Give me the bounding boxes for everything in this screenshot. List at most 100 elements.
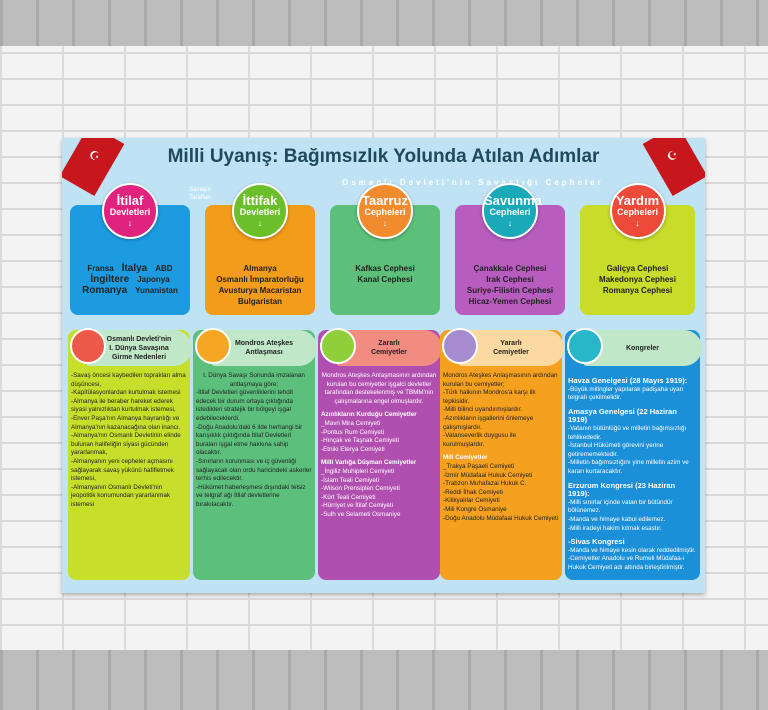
column-line: -Milli iradeyi hakim kılmak esastır. xyxy=(568,524,662,532)
column-line: -Almanyanın yeni cepheler açmasını sağla… xyxy=(71,457,174,483)
card-title-small: Devletleri xyxy=(109,206,151,217)
card-item: Kafkas Cephesi xyxy=(355,264,415,273)
decorative-ball xyxy=(567,328,603,364)
column-line: -Türk halkının Mondros'a karşı ilk tepki… xyxy=(443,389,536,405)
column-header-line: Yararlı xyxy=(500,340,522,347)
column-line: -Pontus Rum Cemiyeti xyxy=(321,428,384,436)
column-header-line: Kongreler xyxy=(625,344,660,352)
arrow-down-icon: ↓ xyxy=(507,217,513,228)
column-line: -Kilikyalılar Cemiyeti xyxy=(443,497,500,505)
card-item: Galiçya Cephesi xyxy=(606,264,669,273)
card-item: Almanya xyxy=(243,264,277,273)
info-column: Mondros Ateşkes Anlaşmasının ardından ku… xyxy=(440,330,562,580)
column-line: -Manda ve himaye kabul edilemez. xyxy=(568,515,666,523)
column-line: -Sulh ve Selameti Osmaniye xyxy=(321,510,401,518)
column-header-line: Osmanlı Devleti'nin xyxy=(106,335,172,343)
poster: ☪ ☪ Milli Uyanış: Bağımsızlık Yolunda At… xyxy=(62,138,705,593)
card-title-big: Taarruz xyxy=(362,192,408,208)
decorative-ball xyxy=(70,328,106,364)
decorative-ball xyxy=(195,328,231,364)
column-line: _Trakya Paşaeli Cemiyeti xyxy=(443,462,515,470)
column-line: -Vatanın bütünlüğü ve milletin bağımsızl… xyxy=(568,424,687,441)
column-line: -Azınlıkların işgallerini önlemeye çalış… xyxy=(443,414,534,431)
column-line: -İtilaf Devletleri güvenliklerini tehdit… xyxy=(196,389,293,422)
section-heading: Havza Genelgesi (28 Mayıs 1919): xyxy=(568,376,688,385)
column-line: Mondros Ateşkes Anlaşmasının ardından ku… xyxy=(321,372,437,405)
card-item: Suriye-Filistin Cephesi xyxy=(466,286,554,295)
card-item: Yunanistan xyxy=(135,286,178,295)
sides-label: Savaşın Tarafları xyxy=(189,187,211,201)
column-line: -Trabzon Muhafazai Hukuk C. xyxy=(443,480,527,488)
card-item: Hicaz-Yemen Cephesi xyxy=(468,297,552,306)
poster-title: Milli Uyanış: Bağımsızlık Yolunda Atılan… xyxy=(167,146,600,167)
column-line: -Manda ve himaye kesin olarak reddedilmi… xyxy=(568,546,696,554)
column-line: -İslam Teali Cemiyeti xyxy=(321,476,379,484)
column-line: -Vatanseverlik duygusu ile kurulmuşlardı… xyxy=(443,432,517,448)
column-line: -Etniki Eterya Cemiyeti xyxy=(321,445,385,453)
column-line: -Cemiyetler Anadolu ve Rumeli Müdafaa-i … xyxy=(568,555,685,571)
column-header-line: Mondros Ateşkes xyxy=(234,340,294,347)
card-item: Osmanlı İmparatorluğu xyxy=(216,275,304,284)
column-line: -Kürt Teali Cemiyeti xyxy=(321,493,376,501)
card-item: Kanal Cephesi xyxy=(357,275,413,284)
column-line: -Kapitülasyonlardan kurtulmak istemesi xyxy=(71,389,181,397)
section-heading: Mili Cemiyetler xyxy=(443,454,488,462)
card-title-big: Savunma xyxy=(484,192,542,208)
column-line: _Mavri Mira Cemiyeti xyxy=(321,419,381,427)
column-header-line: Cemiyetler xyxy=(371,349,407,356)
card-item: İngiltere xyxy=(90,274,130,285)
column-line: -Doğu Anadolu'daki 6 ilde herhangi bir k… xyxy=(196,423,303,457)
card-item: Makedonya Cephesi xyxy=(599,275,676,284)
card-title-big: Yardım xyxy=(615,192,660,208)
column-line: -Doğu Anadolu Müdafaai Hukuk Cemiyeti xyxy=(443,514,559,522)
card-title-small: Cepheleri xyxy=(364,206,406,217)
section-heading: -Sivas Kongresi xyxy=(568,537,625,547)
card-item: Fransa xyxy=(87,264,114,273)
card-item: Bulgaristan xyxy=(237,297,282,306)
arrow-down-icon: ↓ xyxy=(635,217,640,228)
decorative-ball xyxy=(442,328,478,364)
section-heading: Amasya Genelgesi (22 Haziran 1919) xyxy=(568,406,677,425)
info-column: -Savaş öncesi kaybedilen toprakları alma… xyxy=(68,330,190,580)
wall-bottom-band xyxy=(0,650,768,710)
column-line: -Hınçak ve Taşnak Cemiyeti xyxy=(321,437,399,445)
column-line: -Büyük mitingler yapılarak padişaha uyar… xyxy=(568,385,684,402)
column-line: -Wilson Prensipleri Cemiyeti xyxy=(321,485,400,493)
card-item: Romanya xyxy=(82,285,128,296)
card-item: Avusturya Macaristan xyxy=(218,286,302,295)
column-line: I. Dünya Savaşı Sonunda imzalanan antlaş… xyxy=(203,372,305,388)
section-heading: Azınlıkların Kurduğu Cemiyetler xyxy=(321,411,417,419)
column-line: -Enver Paşa'nın Almanya hayranlığı ve Al… xyxy=(71,414,181,431)
column-line: -Sınırların korunması ve iç güvenliği sa… xyxy=(196,457,312,483)
info-column: I. Dünya Savaşı Sonunda imzalanan antlaş… xyxy=(193,330,315,580)
column-line: -Almanya'nın Osmanlı Devletinin elinde b… xyxy=(71,432,181,457)
column-line: -Almanyanın Osmanlı Devleti'nin jeopolit… xyxy=(71,483,171,508)
info-column: Mondros Ateşkes Anlaşmasının ardından ku… xyxy=(318,330,440,580)
column-line: -Almanya ile beraber hareket ederek siya… xyxy=(71,397,176,414)
decorative-ball xyxy=(320,328,356,364)
column-header-line: Girme Nedenleri xyxy=(111,353,167,361)
card-item: Japonya xyxy=(137,275,170,284)
card-title-big: İtilaf xyxy=(116,192,144,208)
column-line: -Milli sınırlar içinde vatan bir bütündü… xyxy=(568,498,673,515)
column-line: -Milletin bağımsızlığını yine milletin a… xyxy=(568,459,689,475)
card-title-small: Devletleri xyxy=(239,206,281,217)
info-column: Havza Genelgesi (28 Mayıs 1919):-Büyük m… xyxy=(565,330,700,580)
card-title-big: İttifak xyxy=(242,192,278,208)
column-header-line: Antlaşması xyxy=(245,349,283,356)
column-line: _İngiliz Muhipleri Cemiyeti xyxy=(321,467,395,475)
column-header-line: Cemiyetler xyxy=(493,349,529,356)
column-line: -Savaş öncesi kaybedilen toprakları alma… xyxy=(71,372,186,388)
section-heading: Milli Varlığa Düşman Cemiyetler xyxy=(321,459,417,467)
card-item: Romanya Cephesi xyxy=(602,286,673,295)
card-title-small: Cepheleri xyxy=(489,206,531,217)
column-line: -İzmir Müdafaai Hukuk Cemiyeti xyxy=(443,471,533,479)
